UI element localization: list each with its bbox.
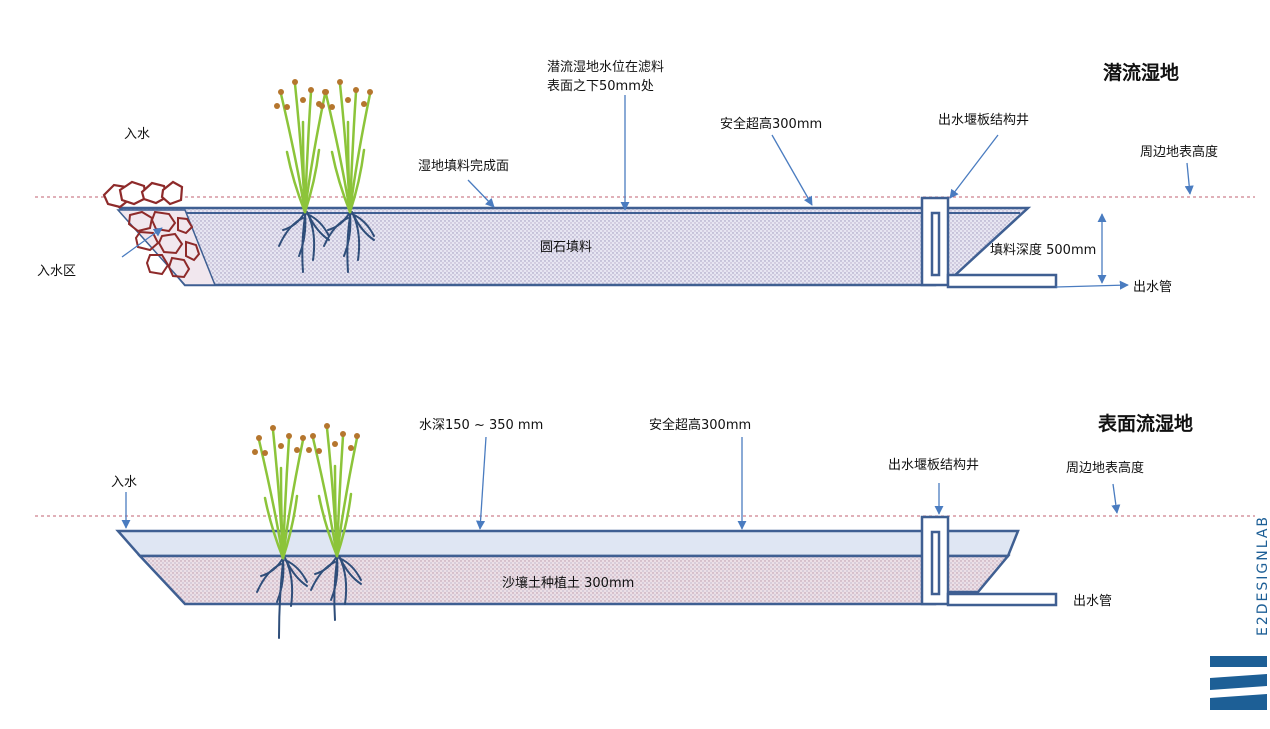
inflow-zone-arrow (121, 227, 163, 258)
surface-flow-title: 表面流湿地 (1098, 412, 1193, 435)
water-depth-arrow (475, 436, 487, 530)
subsurface-wetland: 潜流湿地 潜流湿地水位在滤料 表面之下50mm处 入水 入水区 湿地填料完成面 … (35, 60, 1255, 295)
ground-level-arrow (1184, 162, 1194, 195)
outlet-pipe-label: 出水管 (1133, 280, 1172, 295)
safety-height-arrow (771, 134, 813, 206)
brand-text: E2DESIGNLAB (1255, 515, 1270, 636)
safety-height-label: 安全超高300mm (720, 116, 822, 132)
inflow-label: 入水 (124, 127, 150, 142)
water-level-label-line2: 表面之下50mm处 (547, 79, 654, 94)
inflow-zone-stones (102, 180, 217, 286)
water-level-label-line1: 潜流湿地水位在滤料 (547, 60, 664, 75)
fill-depth-label: 填料深度 500mm (990, 242, 1096, 258)
surface-flow-wetland: 表面流湿地 水深150 ~ 350 mm 安全超高300mm 入水 出水堰板结构… (35, 412, 1255, 639)
planting-soil-label: 沙壤土种植土 300mm (502, 575, 634, 591)
ground-level-label: 周边地表高度 (1066, 460, 1144, 476)
water-layer (115, 529, 1020, 558)
gravel-fill-label: 圆石填料 (540, 240, 592, 255)
e2-logo-icon (1210, 656, 1267, 710)
subsurface-title: 潜流湿地 (1103, 61, 1179, 84)
weir-well-structure (920, 196, 1058, 289)
weir-well-arrow (949, 134, 999, 199)
ground-level-label: 周边地表高度 (1140, 144, 1218, 160)
brand: E2DESIGNLAB (1210, 515, 1270, 710)
ground-level-arrow (1111, 483, 1121, 514)
safety-height-label: 安全超高300mm (649, 417, 751, 433)
fill-surface-label: 湿地填料完成面 (418, 159, 509, 174)
reed-plant-1 (252, 425, 308, 639)
weir-well-label: 出水堰板结构井 (938, 113, 1029, 128)
weir-well-label: 出水堰板结构井 (888, 458, 979, 473)
reed-plant-2 (306, 423, 362, 621)
outlet-pipe-arrow (1055, 280, 1129, 290)
inflow-label: 入水 (111, 475, 137, 490)
inflow-zone-label: 入水区 (37, 264, 76, 279)
reed-plant-2 (319, 79, 375, 273)
water-depth-label: 水深150 ~ 350 mm (419, 418, 543, 433)
fill-surface-arrow (467, 179, 495, 208)
outlet-pipe-label: 出水管 (1073, 594, 1112, 609)
weir-well-structure (920, 515, 1058, 607)
